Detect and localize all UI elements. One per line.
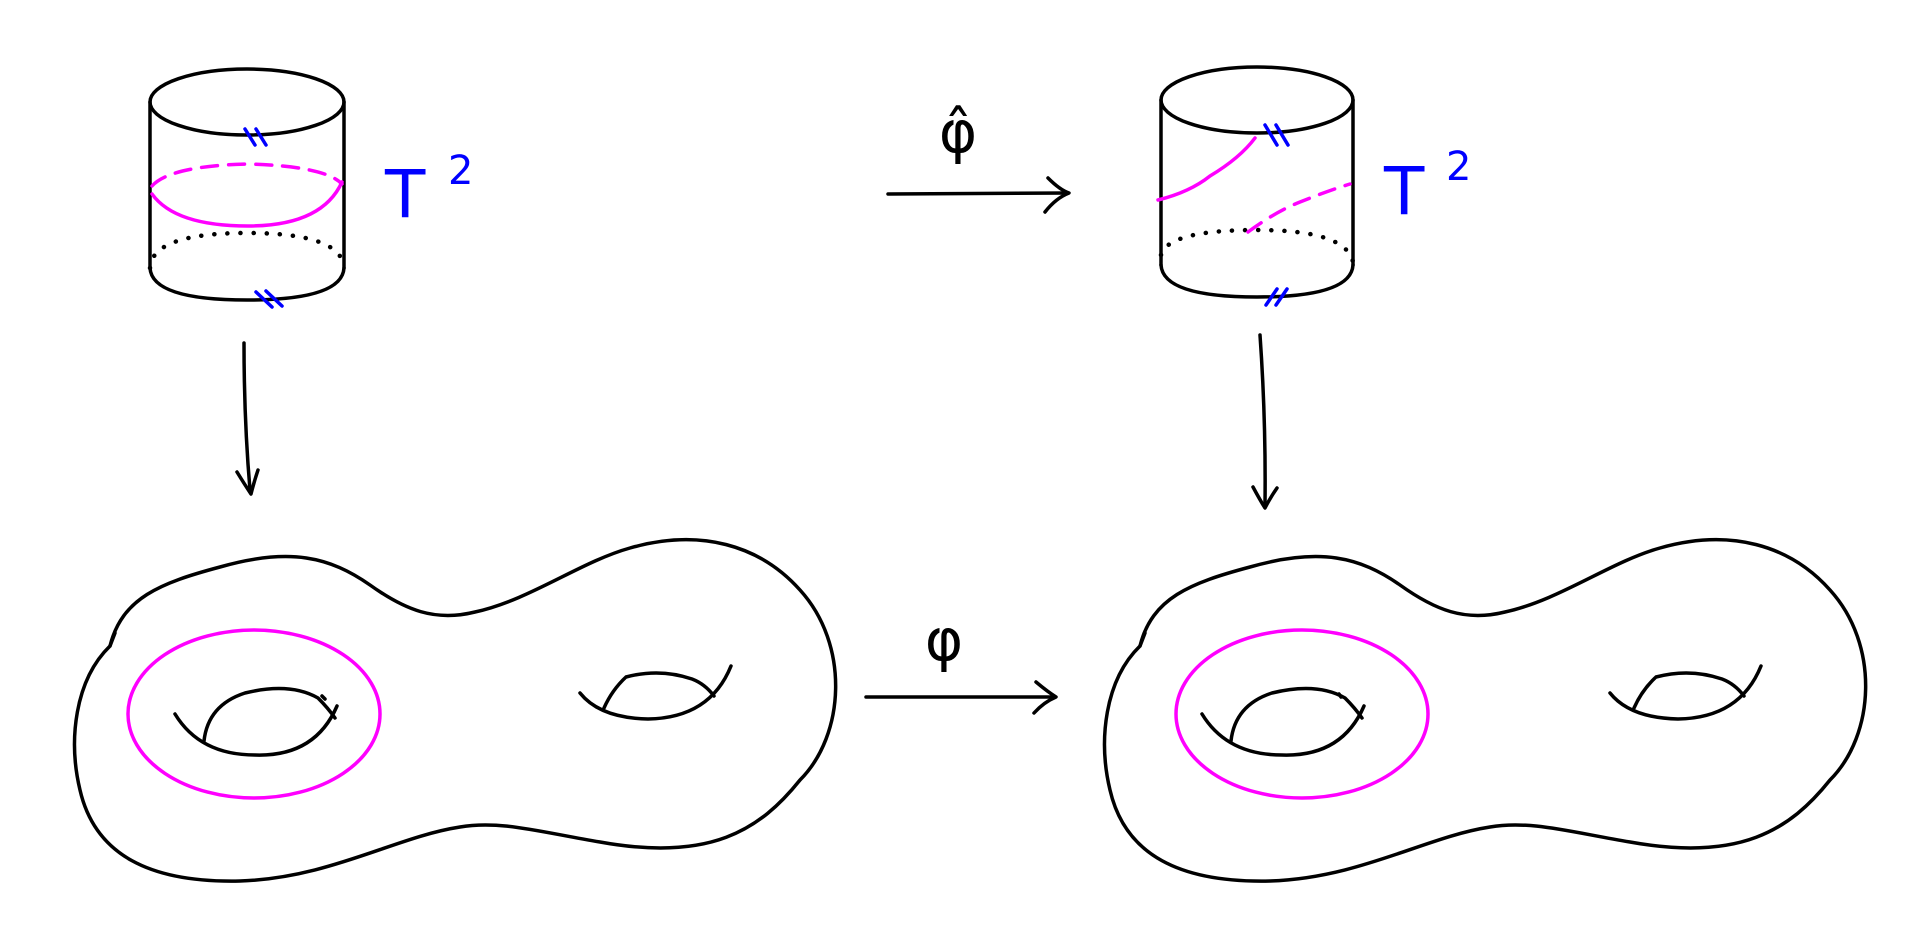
left-surface-outline-tick	[108, 631, 117, 648]
right-cylinder-bottom-front	[1159, 263, 1355, 299]
left-curve-front	[150, 180, 344, 228]
left-surface-hole-1-lower	[173, 704, 339, 757]
left-torus-label-exponent: 2	[448, 148, 473, 194]
right-cylinder-bottom-back-dotted	[1158, 227, 1356, 265]
left-surface-hole-1-dot	[320, 694, 327, 701]
left-surface	[72, 537, 838, 883]
left-cylinder: T 2	[147, 67, 473, 309]
left-surface-hole-2-lower	[578, 664, 733, 721]
map-arrow-head	[1032, 680, 1058, 715]
right-down-arrow	[1251, 333, 1279, 510]
left-down-arrow-head	[235, 468, 260, 496]
left-cylinder-top-ellipse	[148, 67, 346, 137]
right-down-arrow-head	[1251, 485, 1279, 510]
lift-arrow: φ̂	[886, 98, 1071, 214]
left-torus-label-base: T	[384, 156, 426, 233]
left-top-glue-mark	[243, 127, 268, 147]
left-surface-hole-1-upper	[202, 686, 337, 743]
left-curve-back-dashed	[150, 162, 344, 188]
right-torus-label-exponent: 2	[1446, 144, 1471, 190]
right-top-glue-mark	[1263, 123, 1290, 147]
right-cylinder-top-ellipse	[1159, 65, 1355, 135]
right-surface-hole-2-lower	[1608, 664, 1763, 721]
right-cylinder: T 2	[1156, 65, 1471, 307]
left-cylinder-bottom-back-dotted	[147, 230, 347, 271]
left-surface-outline	[72, 537, 838, 883]
right-surface-curve	[1174, 628, 1430, 800]
right-surface-hole-1-dot	[1337, 692, 1343, 699]
right-curve-front	[1156, 136, 1257, 202]
left-surface-hole-2-upper	[602, 671, 716, 710]
left-bottom-glue-mark	[254, 289, 284, 309]
left-cylinder-bottom-front	[148, 266, 346, 302]
left-down-arrow-shaft	[242, 341, 252, 492]
left-down-arrow	[235, 341, 260, 496]
lift-arrow-shaft	[886, 191, 1070, 196]
left-torus-label: T 2	[384, 148, 473, 233]
left-surface-curve	[126, 628, 382, 800]
right-torus-label-base: T	[1383, 153, 1425, 230]
map-arrow: φ	[864, 606, 1058, 715]
right-surface-outline-tick	[1138, 631, 1147, 648]
right-torus-label: T 2	[1383, 144, 1471, 230]
right-surface-hole-1-lower	[1200, 704, 1366, 757]
map-arrow-label: φ	[925, 606, 963, 674]
lift-arrow-label: φ̂	[939, 98, 977, 166]
right-curve-back-dashed	[1246, 182, 1352, 234]
right-surface-outline	[1102, 537, 1868, 883]
right-surface-hole-2-upper	[1632, 671, 1746, 710]
right-surface-hole-1-upper	[1229, 686, 1364, 743]
lift-arrow-head	[1043, 176, 1071, 214]
right-bottom-glue-mark	[1264, 287, 1289, 307]
right-down-arrow-shaft	[1258, 333, 1267, 507]
right-surface	[1102, 537, 1868, 883]
